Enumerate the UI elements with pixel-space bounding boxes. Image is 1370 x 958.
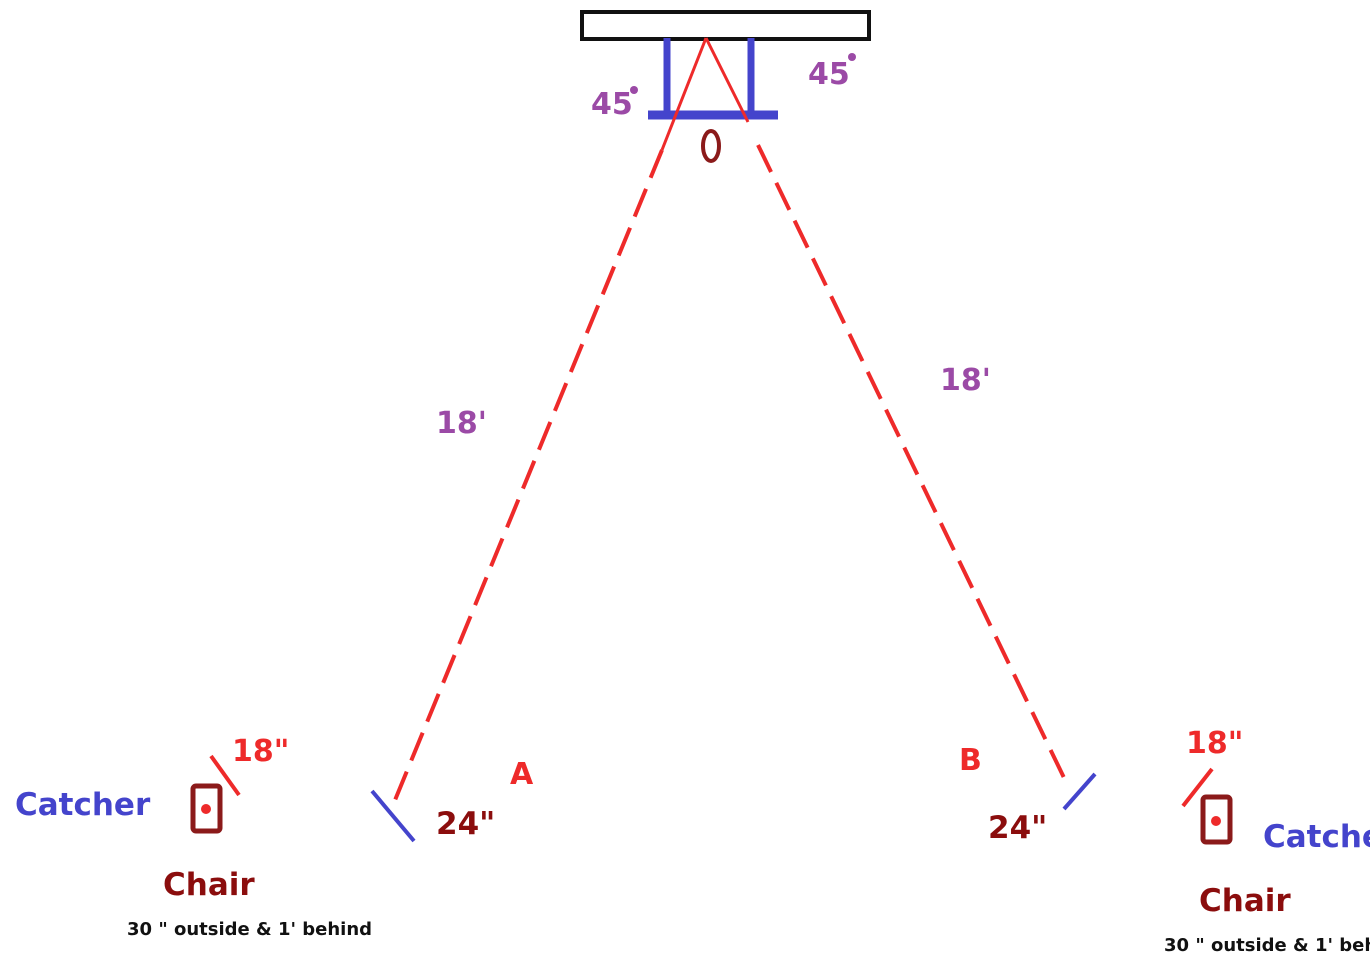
sight-line-right <box>756 144 1070 787</box>
catcher-label-left: Catcher <box>15 787 151 823</box>
distance-label-right: 18' <box>940 363 991 398</box>
chair-note-left: 30 " outside & 1' behind <box>127 919 372 940</box>
marker-label-left: 18" <box>232 734 289 769</box>
chair-label-right: Chair <box>1199 883 1291 919</box>
top-board <box>580 10 871 41</box>
point-label-b: B <box>959 743 982 778</box>
apex-line-right <box>704 37 750 123</box>
blue-stand <box>648 38 778 120</box>
marker-label-right: 18" <box>1186 726 1243 761</box>
mirror-width-label-left: 24" <box>436 806 495 842</box>
marker-right-line <box>1181 767 1214 808</box>
mirror-a <box>370 789 416 843</box>
chair-label-left: Chair <box>163 867 255 903</box>
origin-marker <box>701 129 721 163</box>
mirror-b <box>1062 772 1097 811</box>
mirror-width-label-right: 24" <box>988 810 1047 846</box>
catcher-label-right: Catcher <box>1263 819 1370 855</box>
chair-note-right: 30 " outside & 1' behind <box>1164 935 1370 956</box>
apex-line-left <box>660 37 708 151</box>
angle-label-left: 45 <box>591 87 633 122</box>
degree-symbol-left <box>630 86 638 94</box>
marker-left-line <box>209 754 241 797</box>
sight-line-left <box>391 149 664 806</box>
distance-label-left: 18' <box>436 406 487 441</box>
apex-lines <box>660 37 750 151</box>
chair-left-icon <box>190 783 223 834</box>
point-label-a: A <box>510 757 534 792</box>
angle-label-right: 45 <box>808 57 850 92</box>
degree-symbol-right <box>848 53 856 61</box>
chair-right-icon <box>1200 794 1233 845</box>
